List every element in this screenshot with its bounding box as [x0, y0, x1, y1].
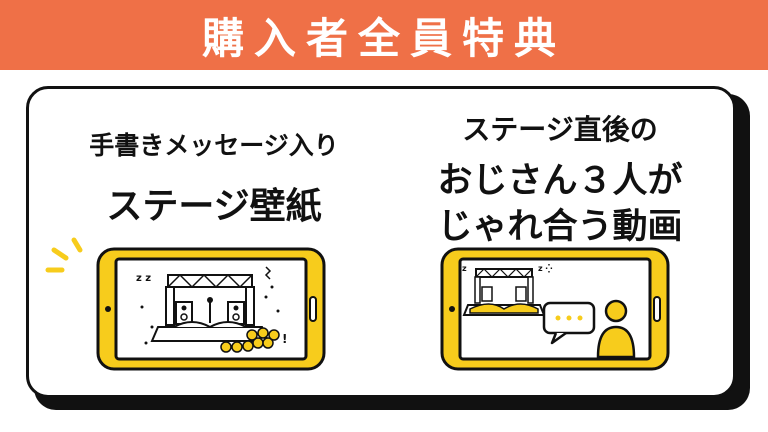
banner-title: 購入者全員特典	[201, 13, 566, 63]
svg-text:z: z	[462, 264, 467, 273]
left-phone-icon: z z !	[96, 247, 326, 371]
svg-text:z z: z z	[136, 273, 151, 284]
speech-bubble-icon	[542, 301, 596, 345]
right-phone-icon: z z ⁛	[440, 247, 670, 371]
left-title: ステージ壁紙	[106, 186, 322, 227]
right-line-1: ステージ直後の	[462, 113, 658, 146]
svg-text:z ⁛: z ⁛	[538, 263, 552, 273]
right-line-3: じゃれ合う動画	[437, 207, 683, 247]
left-subtitle: 手書きメッセージ入り	[89, 131, 339, 160]
sparkle-burst-icon	[45, 237, 83, 273]
svg-text:!: !	[282, 332, 287, 346]
person-icon	[596, 299, 636, 359]
right-line-2: おじさん３人が	[437, 161, 683, 201]
header-banner: 購入者全員特典	[0, 0, 768, 70]
